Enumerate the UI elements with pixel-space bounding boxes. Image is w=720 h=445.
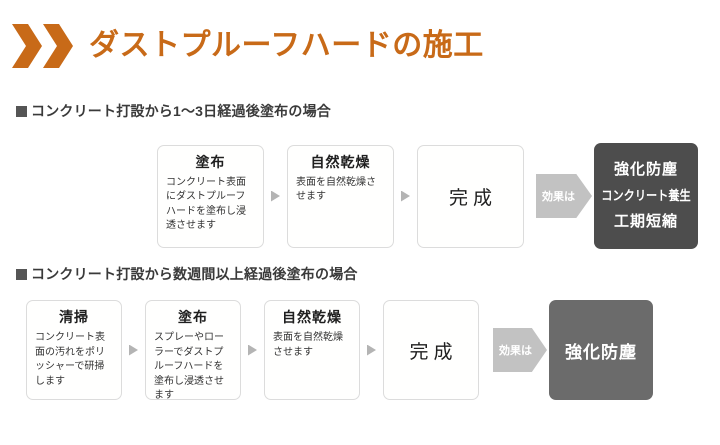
- step-box-coating: 塗布 スプレーやローラーでダストプルーフハードを塗布し浸透させます: [145, 300, 241, 401]
- arrow-right-icon: [401, 190, 410, 202]
- step-body: スプレーやローラーでダストプルーフハードを塗布し浸透させます: [154, 332, 224, 402]
- arrow-right-icon: [129, 344, 138, 356]
- step-title: 自然乾燥: [282, 309, 342, 325]
- section-heading-2: コンクリート打設から数週間以上経過後塗布の場合: [16, 264, 358, 284]
- effect-arrow-label: 効果は: [542, 191, 575, 203]
- step-box-natural-drying: 自然乾燥 表面を自然乾燥させます: [264, 300, 360, 400]
- bullet-square-icon: [16, 106, 27, 117]
- result-box-1: 強化防塵 コンクリート養生 工期短縮: [594, 143, 698, 249]
- effect-arrow-banner: 効果は: [493, 328, 547, 372]
- step-body: 表面を自然乾燥させます: [296, 176, 376, 203]
- section-heading-1-label: コンクリート打設から1〜3日経過後塗布の場合: [31, 103, 331, 119]
- page-title: ダストプルーフハードの施工: [89, 29, 484, 62]
- completion-label: 完成: [409, 341, 458, 363]
- step-box-coating: 塗布 コンクリート表面にダストプルーフハードを塗布し浸透させます: [157, 144, 264, 248]
- step-box-completion: 完成: [383, 300, 479, 400]
- step-box-natural-drying: 自然乾燥 表面を自然乾燥させます: [287, 144, 394, 248]
- process-flow-row-1: 塗布 コンクリート表面にダストプルーフハードを塗布し浸透させます 自然乾燥 表面…: [157, 143, 698, 249]
- result-line: 強化防塵: [613, 161, 678, 179]
- step-title: 塗布: [178, 309, 208, 325]
- result-box-2: 強化防塵: [549, 300, 653, 400]
- step-box-completion: 完成: [417, 144, 524, 248]
- effect-arrow-label: 効果は: [499, 345, 532, 357]
- step-box-cleaning: 清掃 コンクリート表面の汚れをポリッシャーで研掃します: [26, 300, 122, 400]
- result-line: 工期短縮: [613, 213, 678, 231]
- section-heading-2-label: コンクリート打設から数週間以上経過後塗布の場合: [31, 266, 358, 282]
- page-header: ダストプルーフハードの施工: [0, 18, 720, 74]
- step-title: 自然乾燥: [310, 153, 371, 170]
- step-body: 表面を自然乾燥させます: [273, 332, 343, 358]
- result-line: 強化防塵: [565, 342, 637, 362]
- step-title: 清掃: [59, 309, 89, 325]
- arrow-right-icon: [271, 190, 280, 202]
- completion-label: 完成: [448, 187, 497, 209]
- bullet-square-icon: [16, 269, 27, 280]
- process-flow-row-2: 清掃 コンクリート表面の汚れをポリッシャーで研掃します 塗布 スプレーやローラー…: [26, 300, 653, 401]
- step-body: コンクリート表面の汚れをポリッシャーで研掃します: [35, 332, 105, 387]
- step-title: 塗布: [195, 153, 226, 170]
- section-heading-1: コンクリート打設から1〜3日経過後塗布の場合: [16, 101, 331, 121]
- arrow-right-icon: [367, 344, 376, 356]
- step-body: コンクリート表面にダストプルーフハードを塗布し浸透させます: [166, 176, 246, 232]
- effect-arrow-banner: 効果は: [536, 174, 592, 218]
- arrow-right-icon: [248, 344, 257, 356]
- double-chevron-right-icon: [12, 24, 73, 68]
- result-line: コンクリート養生: [601, 187, 691, 203]
